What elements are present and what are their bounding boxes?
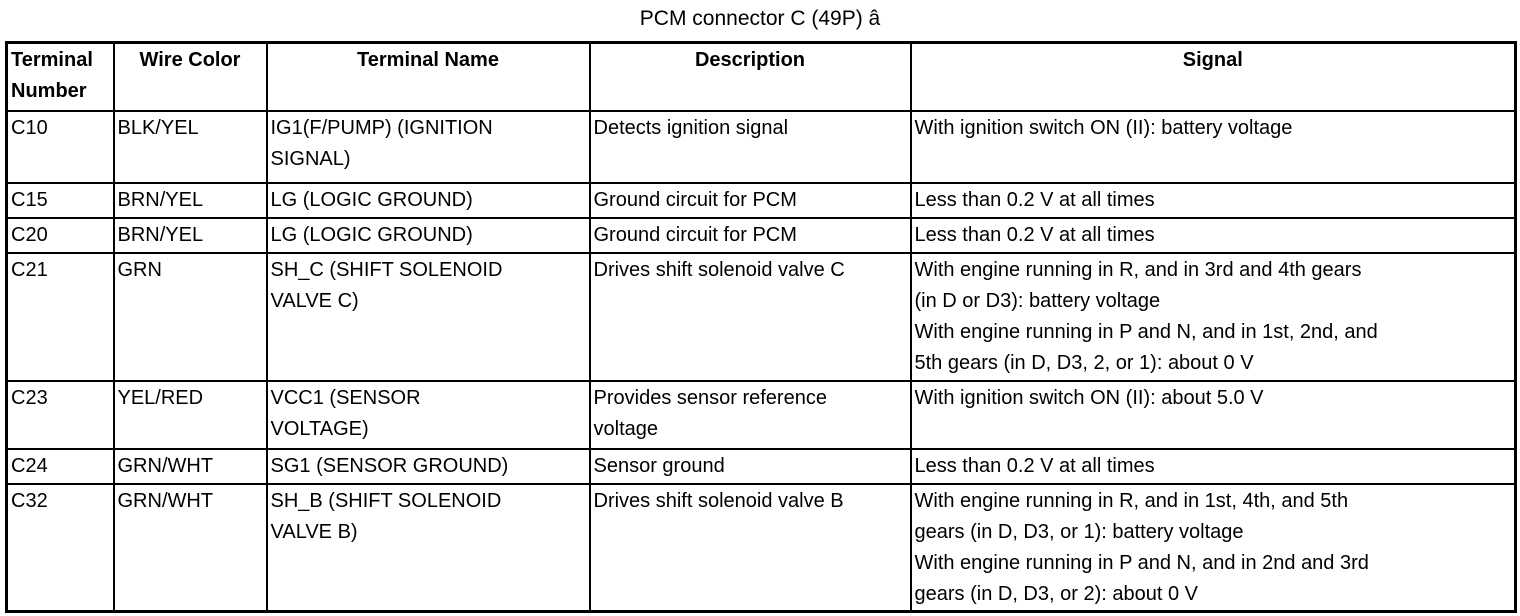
cell-wire-color: GRN/WHT xyxy=(112,447,268,485)
cell-description: Detects ignition signal xyxy=(588,109,912,184)
table-header-row: Terminal Number Wire Color Terminal Name… xyxy=(5,41,1517,112)
cell-terminal-name: IG1(F/PUMP) (IGNITION SIGNAL) xyxy=(265,109,591,184)
cell-terminal-number: C21 xyxy=(5,251,115,382)
column-header-wire-color: Wire Color xyxy=(112,41,268,112)
column-header-terminal-name: Terminal Name xyxy=(265,41,591,112)
cell-signal: With ignition switch ON (II): battery vo… xyxy=(909,109,1517,184)
cell-terminal-name: LG (LOGIC GROUND) xyxy=(265,181,591,219)
cell-terminal-name: SH_B (SHIFT SOLENOID VALVE B) xyxy=(265,482,591,612)
column-header-terminal-number: Terminal Number xyxy=(5,41,115,112)
cell-wire-color: BLK/YEL xyxy=(112,109,268,184)
cell-terminal-name: SH_C (SHIFT SOLENOID VALVE C) xyxy=(265,251,591,382)
cell-terminal-name: SG1 (SENSOR GROUND) xyxy=(265,447,591,485)
cell-terminal-number: C15 xyxy=(5,181,115,219)
cell-signal: With ignition switch ON (II): about 5.0 … xyxy=(909,379,1517,450)
cell-terminal-number: C23 xyxy=(5,379,115,450)
cell-terminal-name: VCC1 (SENSOR VOLTAGE) xyxy=(265,379,591,450)
table-row: C23 YEL/RED VCC1 (SENSOR VOLTAGE) Provid… xyxy=(5,379,1517,450)
cell-wire-color: BRN/YEL xyxy=(112,216,268,254)
page-title: PCM connector C (49P) â xyxy=(639,7,881,30)
cell-signal: Less than 0.2 V at all times xyxy=(909,216,1517,254)
table-row: C21 GRN SH_C (SHIFT SOLENOID VALVE C) Dr… xyxy=(5,251,1517,382)
pcm-connector-table: Terminal Number Wire Color Terminal Name… xyxy=(5,41,1517,613)
table-row: C15 BRN/YEL LG (LOGIC GROUND) Ground cir… xyxy=(5,181,1517,219)
table-row: C10 BLK/YEL IG1(F/PUMP) (IGNITION SIGNAL… xyxy=(5,109,1517,184)
cell-signal: Less than 0.2 V at all times xyxy=(909,181,1517,219)
table-row: C24 GRN/WHT SG1 (SENSOR GROUND) Sensor g… xyxy=(5,447,1517,485)
cell-terminal-number: C32 xyxy=(5,482,115,612)
column-header-signal: Signal xyxy=(909,41,1517,112)
cell-description: Drives shift solenoid valve B xyxy=(588,482,912,612)
cell-description: Provides sensor reference voltage xyxy=(588,379,912,450)
cell-signal: Less than 0.2 V at all times xyxy=(909,447,1517,485)
cell-terminal-number: C20 xyxy=(5,216,115,254)
column-header-description: Description xyxy=(588,41,912,112)
cell-description: Sensor ground xyxy=(588,447,912,485)
cell-wire-color: GRN xyxy=(112,251,268,382)
cell-signal: With engine running in R, and in 3rd and… xyxy=(909,251,1517,382)
cell-terminal-number: C24 xyxy=(5,447,115,485)
table-row: C32 GRN/WHT SH_B (SHIFT SOLENOID VALVE B… xyxy=(5,482,1517,612)
cell-wire-color: YEL/RED xyxy=(112,379,268,450)
cell-description: Ground circuit for PCM xyxy=(588,216,912,254)
cell-terminal-number: C10 xyxy=(5,109,115,184)
cell-wire-color: BRN/YEL xyxy=(112,181,268,219)
cell-wire-color: GRN/WHT xyxy=(112,482,268,612)
cell-signal: With engine running in R, and in 1st, 4t… xyxy=(909,482,1517,612)
cell-description: Ground circuit for PCM xyxy=(588,181,912,219)
table-row: C20 BRN/YEL LG (LOGIC GROUND) Ground cir… xyxy=(5,216,1517,254)
cell-terminal-name: LG (LOGIC GROUND) xyxy=(265,216,591,254)
cell-description: Drives shift solenoid valve C xyxy=(588,251,912,382)
